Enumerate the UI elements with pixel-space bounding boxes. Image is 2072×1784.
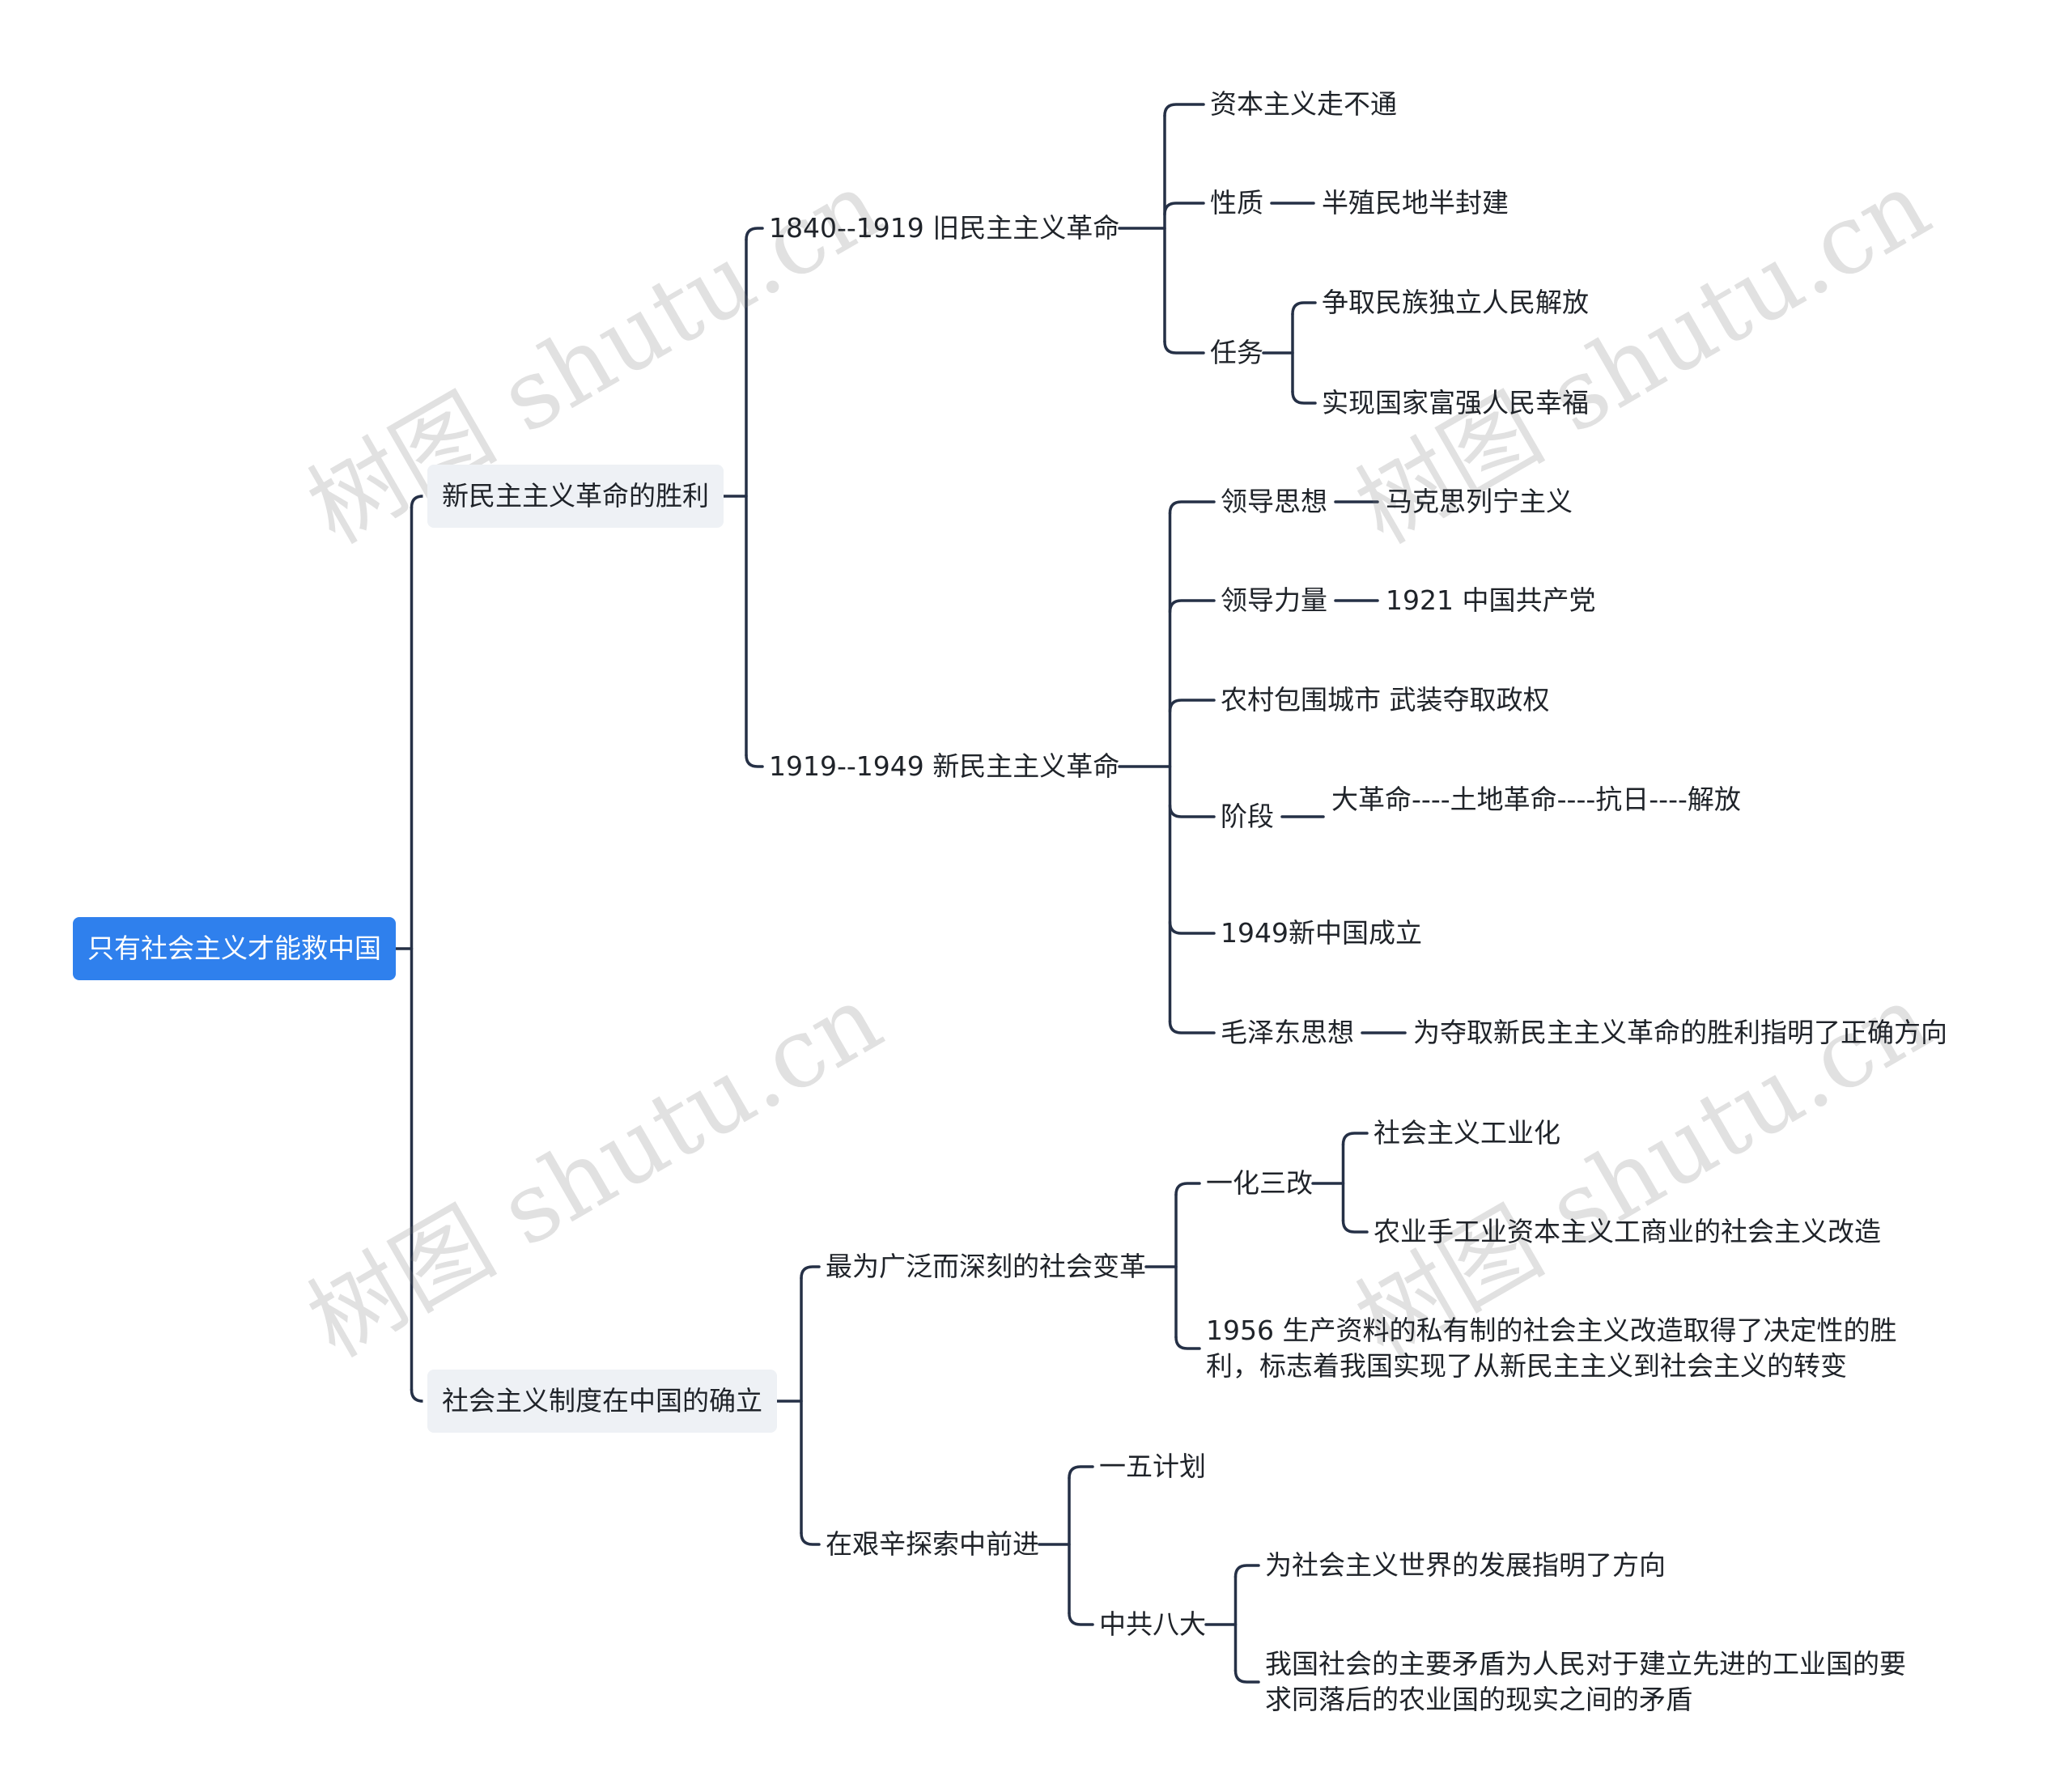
node-task-2[interactable]: 实现国家富强人民幸福 xyxy=(1322,387,1589,418)
link-reform-branch-0 xyxy=(1174,1182,1201,1196)
branch-new-democratic-victory[interactable]: 新民主主义革命的胜利 xyxy=(427,465,724,528)
node-congress-2[interactable]: 我国社会的主要矛盾为人民对于建立先进的工业国的要求同落后的农业国的现实之间的矛盾 xyxy=(1265,1648,1906,1715)
node-explore[interactable]: 在艰辛探索中前进 xyxy=(826,1528,1039,1560)
link-root-branch-1 xyxy=(410,1388,423,1403)
link-congress-branch-0 xyxy=(1233,1564,1260,1578)
node-nature[interactable]: 性质 xyxy=(1210,187,1263,219)
link-b1-branch-1 xyxy=(745,754,764,768)
root-node[interactable]: 只有社会主义才能救中国 xyxy=(73,917,396,980)
node-mao[interactable]: 毛泽东思想 xyxy=(1221,1017,1354,1048)
link-yihua-branch-1 xyxy=(1341,1219,1369,1234)
link-new-branch-3 xyxy=(1168,804,1216,818)
node-1956[interactable]: 1956 生产资料的私有制的社会主义改造取得了决定性的胜利，标志着我国实现了从新… xyxy=(1206,1315,1897,1382)
link-congress-branch-1 xyxy=(1233,1669,1260,1684)
link-new-branch-0 xyxy=(1168,500,1216,515)
link-reform-branch-1 xyxy=(1174,1336,1201,1350)
node-new-revolution[interactable]: 1919--1949 新民主主义革命 xyxy=(769,750,1120,782)
link-explore-branch-1 xyxy=(1068,1612,1094,1626)
node-task[interactable]: 任务 xyxy=(1210,337,1263,368)
link-new-branch-2 xyxy=(1168,699,1216,713)
node-task-1[interactable]: 争取民族独立人民解放 xyxy=(1322,287,1589,318)
link-yihua-branch-0 xyxy=(1341,1132,1369,1146)
link-b2-branch-0 xyxy=(800,1265,821,1280)
link-new-branch-1 xyxy=(1168,599,1216,614)
node-nature-value[interactable]: 半殖民地半封建 xyxy=(1322,187,1509,219)
node-old-revolution[interactable]: 1840--1919 旧民主主义革命 xyxy=(769,212,1120,244)
branch-socialist-system[interactable]: 社会主义制度在中国的确立 xyxy=(427,1370,777,1433)
link-old-branch-2 xyxy=(1163,340,1205,355)
link-task-branch-1 xyxy=(1291,390,1317,405)
node-mao-value[interactable]: 为夺取新民主主义革命的胜利指明了正确方向 xyxy=(1413,1017,1947,1048)
node-eighth-congress[interactable]: 中共八大 xyxy=(1099,1608,1206,1640)
link-old-branch-1 xyxy=(1163,202,1205,216)
link-b2-branch-1 xyxy=(800,1531,821,1546)
node-industrialization[interactable]: 社会主义工业化 xyxy=(1374,1117,1560,1149)
link-root-branch-0 xyxy=(410,495,423,509)
node-congress-1[interactable]: 为社会主义世界的发展指明了方向 xyxy=(1265,1549,1666,1581)
link-task-branch-0 xyxy=(1291,301,1317,316)
node-strategy[interactable]: 农村包围城市 武装夺取政权 xyxy=(1221,684,1550,716)
link-b1-branch-0 xyxy=(745,227,764,241)
node-stages[interactable]: 阶段 xyxy=(1221,801,1274,832)
link-new-branch-5 xyxy=(1168,1020,1216,1034)
link-old-branch-0 xyxy=(1163,103,1205,117)
node-five-year-plan[interactable]: 一五计划 xyxy=(1099,1451,1206,1482)
node-force[interactable]: 领导力量 xyxy=(1221,584,1327,616)
node-yihua[interactable]: 一化三改 xyxy=(1206,1167,1313,1199)
node-capitalism-fails[interactable]: 资本主义走不通 xyxy=(1210,88,1397,120)
link-new-branch-4 xyxy=(1168,920,1216,935)
node-force-value[interactable]: 1921 中国共产党 xyxy=(1386,584,1596,616)
node-ideology[interactable]: 领导思想 xyxy=(1221,486,1327,517)
node-founding[interactable]: 1949新中国成立 xyxy=(1221,917,1422,949)
node-stages-value[interactable]: 大革命----土地革命----抗日----解放 xyxy=(1331,784,1741,815)
node-reform[interactable]: 最为广泛而深刻的社会变革 xyxy=(826,1251,1146,1282)
node-ideology-value[interactable]: 马克思列宁主义 xyxy=(1386,486,1573,517)
link-explore-branch-0 xyxy=(1068,1465,1094,1480)
node-transformation[interactable]: 农业手工业资本主义工商业的社会主义改造 xyxy=(1374,1216,1881,1247)
